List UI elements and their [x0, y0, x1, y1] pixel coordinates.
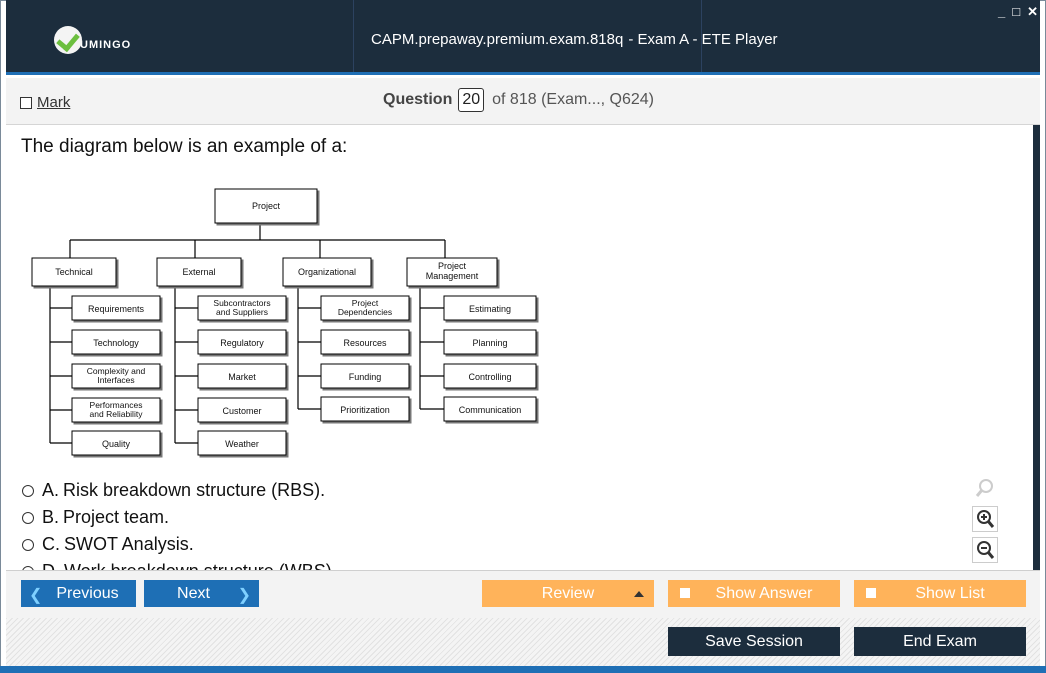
- review-label: Review: [541, 584, 595, 602]
- diagram-root: Project: [252, 201, 281, 211]
- diagram-leaf: Customer: [222, 406, 261, 416]
- question-header-bar: Mark Question 20 of 818 (Exam..., Q624): [6, 78, 1040, 125]
- diagram-leaf: Market: [228, 372, 256, 382]
- answer-option-b[interactable]: B. Project team.: [22, 504, 337, 531]
- answer-text: Project team.: [63, 507, 170, 527]
- question-content: The diagram below is an example of a:: [6, 125, 1034, 570]
- question-navigator: Question 20 of 818 (Exam..., Q624): [383, 88, 654, 112]
- show-answer-button[interactable]: Show Answer: [668, 580, 840, 607]
- logo-check-icon: [54, 26, 82, 54]
- navigation-bar: ❮ Previous Next ❯ Review Show Answer Sho…: [6, 570, 1040, 619]
- answer-option-c[interactable]: C. SWOT Analysis.: [22, 531, 337, 558]
- answer-text: SWOT Analysis.: [64, 534, 194, 554]
- radio-button[interactable]: [22, 484, 34, 497]
- diagram-node: Technical: [55, 267, 93, 277]
- diagram-leaf: Resources: [343, 338, 387, 348]
- answer-letter: C.: [42, 534, 60, 554]
- diagram-leaf: Weather: [225, 439, 259, 449]
- title-divider: [353, 0, 354, 75]
- app-logo: UMINGO: [54, 26, 131, 54]
- previous-label: Previous: [56, 584, 119, 602]
- answer-text: Risk breakdown structure (RBS).: [63, 480, 326, 500]
- content-scrollbar[interactable]: [1033, 125, 1040, 570]
- magnifier-icon[interactable]: [972, 475, 998, 501]
- window-title-suffix: - Exam A - ETE Player: [628, 31, 778, 48]
- zoom-out-icon[interactable]: [972, 537, 998, 563]
- answer-option-d[interactable]: D. Work breakdown structure (WBS).: [22, 558, 337, 570]
- title-bar: UMINGO CAPM.prepaway.premium.exam.818q- …: [6, 0, 1040, 75]
- question-total: of 818 (Exam..., Q624): [492, 91, 654, 108]
- title-divider: [701, 0, 702, 75]
- answer-text: Work breakdown structure (WBS).: [64, 561, 337, 570]
- diagram-leaf: Funding: [349, 372, 382, 382]
- mark-label: Mark: [37, 94, 71, 111]
- answer-letter: A.: [42, 480, 60, 500]
- answer-letter: B.: [42, 507, 60, 527]
- close-button[interactable]: ✕: [1027, 4, 1038, 19]
- title-accent-line: [6, 72, 1040, 75]
- diagram-leaf: Controlling: [468, 372, 511, 382]
- review-button[interactable]: Review: [482, 580, 654, 607]
- diagram-leaf: Communication: [459, 405, 522, 415]
- show-list-label: Show List: [915, 584, 985, 602]
- footer-bar: Save Session End Exam: [6, 618, 1040, 666]
- exam-file-name: CAPM.prepaway.premium.exam.818q: [371, 31, 624, 48]
- rbs-diagram: Project Technical External Organizationa…: [31, 188, 537, 456]
- minimize-button[interactable]: _: [998, 4, 1006, 19]
- checkbox-icon[interactable]: [20, 96, 32, 109]
- next-button[interactable]: Next ❯: [144, 580, 259, 607]
- logo-text: UMINGO: [80, 39, 132, 51]
- question-label: Question: [383, 91, 453, 108]
- next-label: Next: [177, 584, 210, 602]
- zoom-in-icon[interactable]: [972, 506, 998, 532]
- diagram-node: Organizational: [298, 267, 356, 277]
- radio-button[interactable]: [22, 538, 34, 551]
- radio-button[interactable]: [22, 511, 34, 524]
- diagram-leaf: Estimating: [469, 304, 511, 314]
- diagram-leaf: Prioritization: [340, 405, 390, 415]
- show-answer-label: Show Answer: [715, 584, 813, 602]
- checkbox-icon[interactable]: [680, 588, 690, 598]
- bottom-accent-line: [0, 666, 1046, 673]
- save-session-label: Save Session: [705, 632, 803, 650]
- window-title: CAPM.prepaway.premium.exam.818q- Exam A …: [361, 31, 801, 48]
- maximize-button[interactable]: □: [1012, 4, 1021, 19]
- diagram-leaf: Planning: [472, 338, 507, 348]
- diagram-node: External: [182, 267, 215, 277]
- caret-up-icon: [634, 591, 644, 597]
- diagram-leaf: Regulatory: [220, 338, 264, 348]
- end-exam-button[interactable]: End Exam: [854, 627, 1026, 656]
- answer-letter: D.: [42, 561, 60, 570]
- mark-checkbox[interactable]: Mark: [20, 94, 70, 111]
- answer-list: A. Risk breakdown structure (RBS). B. Pr…: [22, 477, 337, 570]
- save-session-button[interactable]: Save Session: [668, 627, 840, 656]
- question-number-input[interactable]: 20: [458, 88, 485, 112]
- zoom-controls: [972, 475, 998, 563]
- checkbox-icon[interactable]: [866, 588, 876, 598]
- previous-button[interactable]: ❮ Previous: [21, 580, 136, 607]
- diagram-leaf: Requirements: [88, 304, 145, 314]
- diagram-leaf: Quality: [102, 439, 131, 449]
- answer-option-a[interactable]: A. Risk breakdown structure (RBS).: [22, 477, 337, 504]
- chevron-right-icon: ❯: [237, 587, 251, 604]
- chevron-left-icon: ❮: [29, 587, 43, 604]
- show-list-button[interactable]: Show List: [854, 580, 1026, 607]
- window-controls: _ □ ✕: [998, 4, 1038, 20]
- diagram-leaf: Technology: [93, 338, 139, 348]
- question-text: The diagram below is an example of a:: [21, 136, 348, 157]
- end-exam-label: End Exam: [903, 632, 977, 650]
